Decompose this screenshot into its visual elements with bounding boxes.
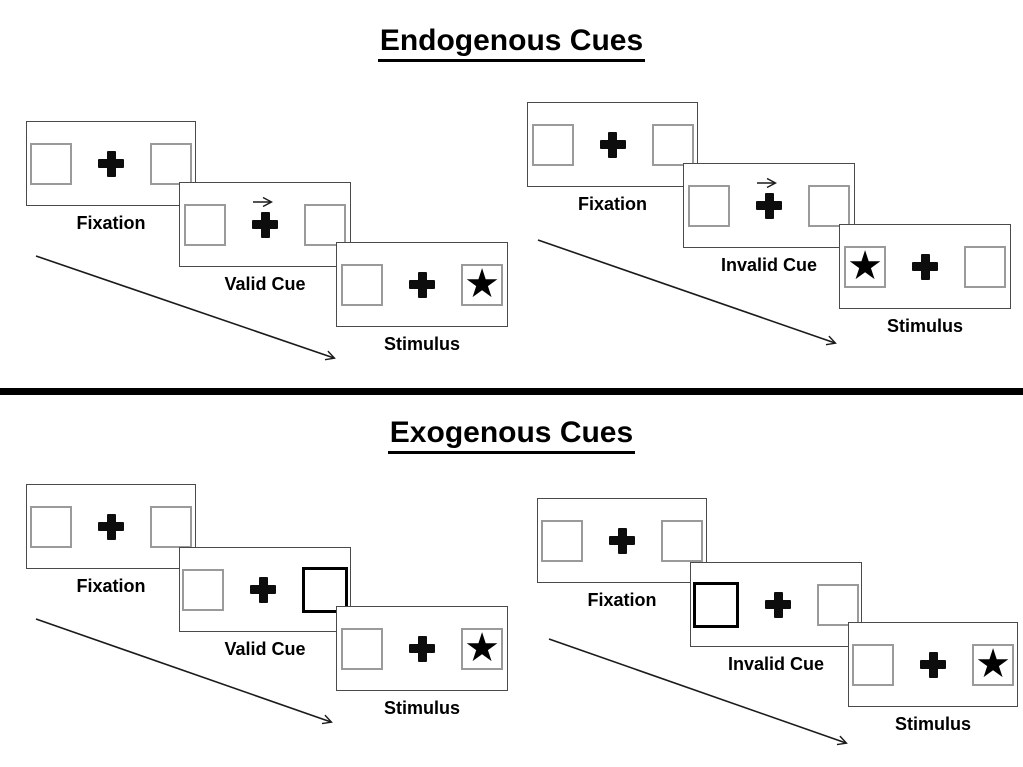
left-placeholder-box xyxy=(184,203,226,246)
exogenous-valid-cue-panel: Valid Cue xyxy=(179,547,351,660)
left-placeholder-box xyxy=(541,519,583,562)
exogenous-valid-fixation-panel: Fixation xyxy=(26,484,196,597)
star-stimulus-icon: ★ xyxy=(847,243,883,288)
endogenous-valid-stimulus-panel: ★ Stimulus xyxy=(336,242,508,355)
panel-label: Fixation xyxy=(587,590,657,610)
exogenous-section-title: Exogenous Cues xyxy=(0,416,1023,454)
exogenous-invalid-stimulus-panel: ★ Stimulus xyxy=(848,622,1018,735)
panel-label: Valid Cue xyxy=(224,274,306,294)
right-target-box: ★ xyxy=(972,641,1014,686)
fixation-cross-icon xyxy=(599,131,626,158)
fixation-cross-icon xyxy=(756,192,782,219)
fixation-cross-icon xyxy=(609,527,635,554)
endogenous-invalid-cue-panel: Invalid Cue xyxy=(683,163,855,276)
exogenous-invalid-cue-panel: Invalid Cue xyxy=(690,562,862,675)
endogenous-valid-fixation-panel: Fixation xyxy=(26,121,196,234)
star-stimulus-icon: ★ xyxy=(975,641,1011,686)
left-placeholder-box xyxy=(30,142,72,185)
panel-label: Invalid Cue xyxy=(720,255,818,275)
star-stimulus-icon: ★ xyxy=(464,625,500,670)
time-course-arrow xyxy=(35,255,336,361)
left-placeholder-box xyxy=(30,505,72,548)
screen-frame xyxy=(683,163,855,248)
panel-label: Fixation xyxy=(76,213,146,233)
screen-frame xyxy=(179,547,351,632)
panel-label: Stimulus xyxy=(383,698,460,718)
screen-frame xyxy=(26,121,196,206)
endogenous-valid-cue-panel: Valid Cue xyxy=(179,182,351,295)
panel-label: Valid Cue xyxy=(224,639,306,659)
time-course-arrow xyxy=(537,239,837,346)
left-placeholder-box xyxy=(688,184,730,227)
screen-frame xyxy=(527,102,698,187)
right-target-box: ★ xyxy=(461,261,503,306)
screen-frame xyxy=(26,484,196,569)
left-placeholder-box xyxy=(852,643,894,686)
left-target-box: ★ xyxy=(844,243,886,288)
left-highlighted-cue-box xyxy=(693,581,739,628)
star-stimulus-icon: ★ xyxy=(464,261,500,306)
fixation-cross-icon xyxy=(409,635,435,662)
time-course-arrow xyxy=(35,618,333,725)
left-placeholder-box xyxy=(182,568,224,611)
right-target-box: ★ xyxy=(461,625,503,670)
fixation-cross-icon xyxy=(98,150,124,177)
endogenous-section-title: Endogenous Cues xyxy=(0,24,1023,62)
exogenous-valid-stimulus-panel: ★ Stimulus xyxy=(336,606,508,719)
right-placeholder-box xyxy=(304,203,346,246)
fixation-cross-icon xyxy=(409,271,435,298)
right-placeholder-box xyxy=(817,583,859,626)
exogenous-invalid-fixation-panel: Fixation xyxy=(537,498,707,611)
screen-frame: ★ xyxy=(839,224,1011,309)
right-placeholder-box xyxy=(808,184,850,227)
right-arrow-cue-icon xyxy=(253,196,273,207)
left-placeholder-box xyxy=(341,627,383,670)
panel-label: Stimulus xyxy=(886,316,963,336)
right-placeholder-box xyxy=(150,142,192,185)
panel-label: Invalid Cue xyxy=(727,654,825,674)
left-placeholder-box xyxy=(341,263,383,306)
fixation-cross-icon xyxy=(920,651,946,678)
fixation-cross-icon xyxy=(912,253,938,280)
screen-frame xyxy=(537,498,707,583)
endogenous-invalid-stimulus-panel: ★ Stimulus xyxy=(839,224,1011,337)
screen-frame: ★ xyxy=(336,242,508,327)
fixation-cross-icon xyxy=(252,211,278,238)
fixation-cross-icon xyxy=(250,576,276,603)
screen-frame xyxy=(690,562,862,647)
panel-label: Fixation xyxy=(577,194,647,214)
right-placeholder-box xyxy=(964,245,1006,288)
right-placeholder-box xyxy=(661,519,703,562)
fixation-cross-icon xyxy=(765,591,791,618)
screen-frame: ★ xyxy=(336,606,508,691)
panel-label: Stimulus xyxy=(894,714,971,734)
fixation-cross-icon xyxy=(98,513,124,540)
screen-frame: ★ xyxy=(848,622,1018,707)
panel-label: Stimulus xyxy=(383,334,460,354)
right-highlighted-cue-box xyxy=(302,566,348,613)
right-placeholder-box xyxy=(651,123,694,166)
endogenous-invalid-fixation-panel: Fixation xyxy=(527,102,698,215)
screen-frame xyxy=(179,182,351,267)
right-arrow-cue-icon xyxy=(757,177,777,188)
section-divider xyxy=(0,388,1023,395)
right-placeholder-box xyxy=(150,505,192,548)
left-placeholder-box xyxy=(531,123,574,166)
panel-label: Fixation xyxy=(76,576,146,596)
time-course-arrow xyxy=(548,638,848,746)
